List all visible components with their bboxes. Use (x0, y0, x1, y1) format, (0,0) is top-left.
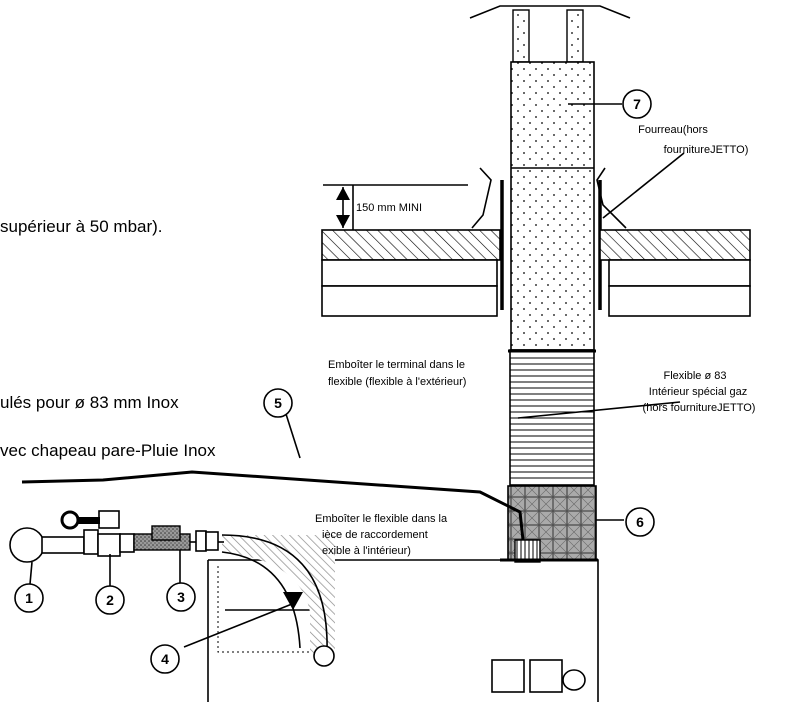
connect-note-3: exible à l'intérieur) (322, 545, 411, 557)
svg-text:2: 2 (106, 592, 114, 608)
accessories-text: ulés pour ø 83 mm Inox (0, 393, 179, 412)
svg-text:4: 4 (161, 651, 169, 667)
fourreau-note-1: Fourreau(hors (638, 124, 708, 136)
chimney-cap (469, 5, 631, 63)
callout-2: 2 (95, 585, 125, 615)
connection-pipe (21, 470, 525, 541)
dimension-150mm (323, 184, 468, 230)
roof-right (599, 229, 751, 317)
connect-note-2: ièce de raccordement (322, 529, 428, 541)
curved-duct (222, 535, 335, 655)
flexible-note-2: Intérieur spécial gaz (649, 386, 747, 398)
dimension-label: 150 mm MINI (356, 202, 422, 214)
duct-end (313, 645, 335, 667)
svg-text:3: 3 (177, 589, 185, 605)
flexible-note-3: (hors fournitureJETTO) (643, 402, 756, 414)
terminal-note-1: Emboîter le terminal dans le (328, 359, 465, 371)
svg-text:5: 5 (274, 395, 282, 411)
callout-1: 1 (14, 583, 44, 613)
svg-text:1: 1 (25, 590, 33, 606)
roof-left (321, 229, 501, 317)
leader-lines (29, 103, 685, 648)
callout-4: 4 (150, 644, 180, 674)
connect-note-1: Emboîter le flexible dans la (315, 513, 448, 525)
callout-6: 6 (625, 507, 655, 537)
flexible-note-1: Flexible ø 83 (664, 370, 727, 382)
callout-3: 3 (166, 582, 196, 612)
fourreau-note-2: fournitureJETTO) (664, 144, 749, 156)
boiler-body (207, 558, 599, 702)
svg-text:6: 6 (636, 514, 644, 530)
callout-5: 5 (263, 388, 293, 418)
cap-text: vec chapeau pare-Pluie Inox (0, 441, 216, 460)
pressure-text: supérieur à 50 mbar). (0, 217, 163, 236)
terminal-flue (510, 61, 595, 351)
svg-text:7: 7 (633, 96, 641, 112)
callout-7: 7 (622, 89, 652, 119)
gas-train (9, 510, 224, 563)
terminal-note-2: flexible (flexible à l'extérieur) (328, 376, 466, 388)
